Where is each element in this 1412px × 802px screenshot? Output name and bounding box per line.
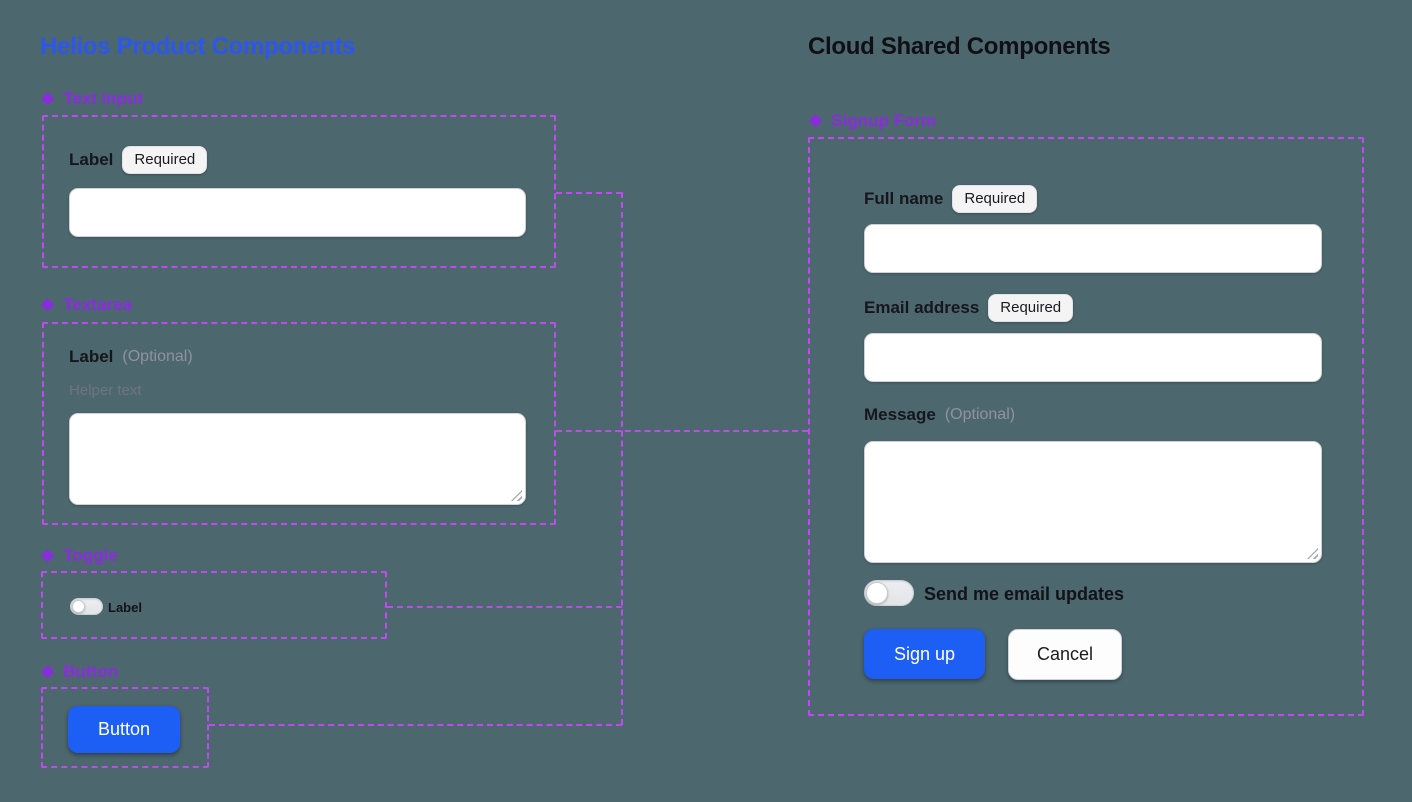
component-label-text: Textarea [63, 295, 132, 314]
required-badge: Required [952, 185, 1038, 213]
component-diamond-icon: ❖ [808, 111, 824, 131]
toggle-component-frame: Label [41, 571, 387, 639]
message-textarea[interactable] [864, 441, 1322, 563]
component-label-text: Toggle [63, 546, 118, 565]
component-label-toggle[interactable]: ❖ Toggle [40, 546, 118, 566]
full-name-label: Full name [864, 189, 944, 208]
component-label-text-input[interactable]: ❖ Text Input [40, 89, 143, 109]
textarea-field-label: Label [69, 347, 114, 366]
sign-up-button[interactable]: Sign up [864, 629, 985, 679]
component-label-text: Text Input [63, 89, 144, 108]
toggle-label: Label [108, 600, 142, 615]
connector-button [209, 724, 622, 726]
text-input-field-label: Label [69, 150, 114, 169]
email-input[interactable] [864, 333, 1322, 382]
component-diamond-icon: ❖ [40, 546, 56, 566]
button-component-frame: Button [41, 687, 209, 768]
toggle-knob [866, 582, 888, 604]
button-component[interactable]: Button [68, 706, 180, 753]
connector-text-input [556, 192, 622, 194]
text-input-component-frame: Label Required [42, 115, 556, 268]
component-label-text: Signup Form [831, 111, 937, 130]
email-label: Email address [864, 298, 980, 317]
email-updates-toggle[interactable] [864, 580, 914, 606]
cancel-button[interactable]: Cancel [1008, 629, 1122, 680]
component-label-signup-form[interactable]: ❖ Signup Form [808, 111, 936, 131]
email-updates-label: Send me email updates [924, 584, 1125, 604]
text-input-field[interactable] [69, 188, 526, 237]
connector-toggle [387, 606, 622, 608]
full-name-input[interactable] [864, 224, 1322, 273]
component-diamond-icon: ❖ [40, 662, 56, 682]
component-diamond-icon: ❖ [40, 89, 56, 109]
optional-suffix: (Optional) [122, 348, 193, 365]
component-label-button[interactable]: ❖ Button [40, 662, 118, 682]
toggle-knob [72, 600, 85, 613]
component-diamond-icon: ❖ [40, 295, 56, 315]
component-label-textarea[interactable]: ❖ Textarea [40, 295, 132, 315]
resize-handle-icon[interactable] [511, 490, 522, 501]
component-label-text: Button [63, 662, 119, 681]
textarea-field[interactable] [69, 413, 526, 505]
left-panel-title: Helios Product Components [40, 33, 356, 60]
required-badge: Required [122, 146, 208, 174]
connector-textarea-to-form [556, 430, 808, 432]
textarea-component-frame: Label (Optional) Helper text [42, 322, 556, 525]
toggle-switch[interactable] [70, 598, 103, 615]
required-badge: Required [988, 294, 1074, 322]
resize-handle-icon[interactable] [1307, 548, 1318, 559]
right-panel-title: Cloud Shared Components [808, 33, 1111, 60]
connector-vertical-trunk [621, 192, 623, 725]
optional-suffix: (Optional) [944, 406, 1016, 423]
helper-text: Helper text [69, 382, 142, 399]
signup-form-frame: Full name Required Email address Require… [808, 137, 1364, 716]
message-label: Message [864, 405, 936, 424]
